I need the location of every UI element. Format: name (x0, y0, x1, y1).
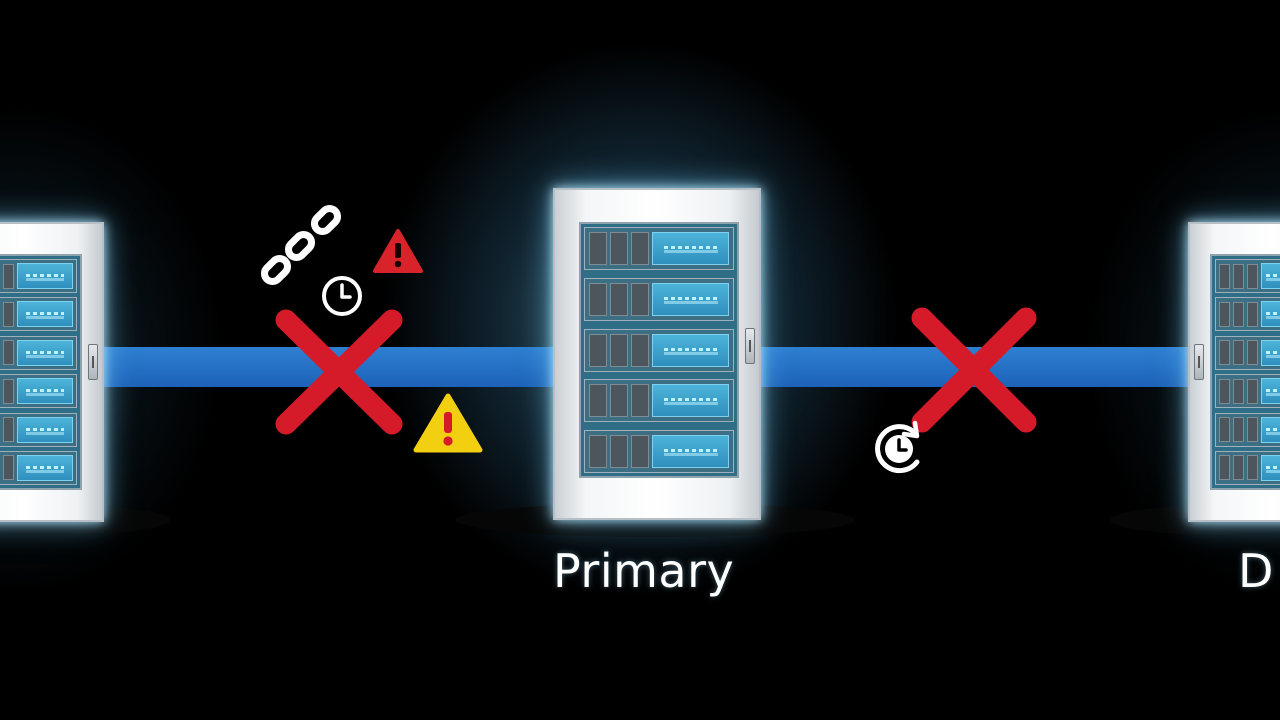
broken-chain-icon (260, 204, 342, 286)
cabinet-handle (1194, 344, 1204, 380)
drive-bay (1219, 378, 1230, 404)
drive-bay (610, 435, 628, 468)
status-lights (17, 339, 73, 366)
drive-bay (1247, 378, 1258, 404)
rack-unit (1215, 450, 1280, 485)
clock-refresh-icon (875, 420, 920, 474)
drive-bay (1247, 263, 1258, 289)
drive-bay (631, 333, 649, 367)
drive-bay (3, 417, 14, 443)
drive-bay (1233, 340, 1244, 366)
rack-unit (0, 297, 77, 332)
drive-bay (1219, 340, 1230, 366)
status-lights (652, 435, 729, 468)
rack-unit (1215, 374, 1280, 409)
rack-unit (584, 328, 734, 372)
right-server-label: D (1238, 544, 1274, 598)
right-server-rack (1210, 254, 1280, 490)
drive-bay (3, 455, 14, 481)
rack-unit (1215, 335, 1280, 370)
drive-bay (610, 232, 628, 265)
warning-icon (413, 393, 483, 453)
drive-bay (589, 232, 607, 265)
drive-bay (610, 333, 628, 367)
clock-icon (322, 276, 362, 316)
drive-bay (1233, 455, 1244, 481)
rack-unit (0, 374, 77, 409)
left-server-cabinet (0, 222, 104, 522)
status-lights (1261, 454, 1280, 481)
status-lights (1261, 301, 1280, 328)
drive-bay (3, 263, 14, 289)
rack-unit (0, 450, 77, 485)
primary-server-cabinet (553, 188, 761, 520)
drive-bay (3, 301, 14, 327)
status-lights (1261, 416, 1280, 443)
status-lights (652, 384, 729, 418)
rack-unit (584, 227, 734, 270)
drive-bay (631, 435, 649, 468)
drive-bay (1219, 455, 1230, 481)
status-lights (1261, 378, 1280, 405)
rack-unit (1215, 259, 1280, 293)
failure-x-icon (275, 309, 403, 435)
drive-bay (589, 333, 607, 367)
primary-server-rack (579, 222, 739, 478)
status-lights (652, 333, 729, 367)
left-server-rack (0, 254, 82, 490)
rack-unit (1215, 412, 1280, 447)
status-lights (17, 301, 73, 328)
rack-unit (1215, 297, 1280, 332)
drive-bay (631, 232, 649, 265)
drive-bay (1219, 417, 1230, 443)
drive-bay (1233, 301, 1244, 327)
drive-bay (589, 384, 607, 418)
drive-bay (1233, 378, 1244, 404)
status-lights (1261, 339, 1280, 366)
drive-bay (1233, 263, 1244, 289)
drive-bay (1247, 301, 1258, 327)
status-lights (17, 378, 73, 405)
drive-bay (1247, 340, 1258, 366)
drive-bay (589, 435, 607, 468)
drive-bay (1233, 417, 1244, 443)
rack-unit (0, 335, 77, 370)
drive-bay (1247, 455, 1258, 481)
drive-bay (631, 384, 649, 418)
primary-server-label: Primary (553, 544, 735, 598)
cabinet-handle (745, 328, 755, 364)
status-lights (17, 416, 73, 443)
rack-unit (584, 277, 734, 321)
drive-bay (1219, 263, 1230, 289)
drive-bay (3, 340, 14, 366)
drive-bay (3, 378, 14, 404)
drive-bay (1219, 301, 1230, 327)
status-lights (1261, 263, 1280, 289)
right-server-cabinet (1188, 222, 1280, 522)
status-lights (17, 263, 73, 289)
rack-unit (584, 379, 734, 423)
drive-bay (610, 384, 628, 418)
drive-bay (589, 282, 607, 316)
rack-unit (584, 430, 734, 473)
drive-bay (1247, 417, 1258, 443)
rack-unit (0, 259, 77, 293)
status-lights (17, 454, 73, 481)
failure-x-icon (911, 307, 1037, 433)
drive-bay (631, 282, 649, 316)
cabinet-handle (88, 344, 98, 380)
rack-unit (0, 412, 77, 447)
status-lights (652, 232, 729, 265)
drive-bay (610, 282, 628, 316)
status-lights (652, 282, 729, 316)
warning-icon (373, 229, 423, 273)
